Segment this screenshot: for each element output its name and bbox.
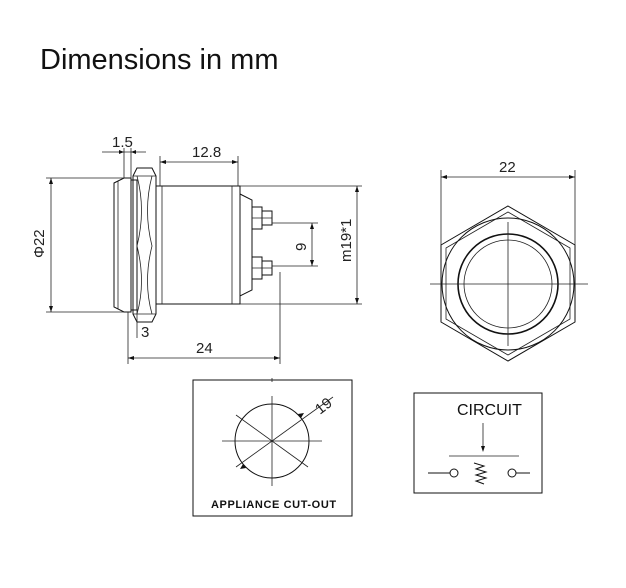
page-title: Dimensions in mm	[40, 44, 279, 76]
dim-22-label: 22	[499, 159, 516, 176]
dim-19-label: 19	[312, 394, 336, 418]
side-view	[113, 167, 273, 323]
side-view-dimensions: 1.5 12.8 Φ22 9 m19*1 3	[31, 134, 362, 364]
dim-3-label: 3	[141, 324, 149, 341]
front-view	[430, 205, 588, 362]
cutout-label: APPLIANCE CUT-OUT	[211, 499, 337, 511]
front-view-dimensions: 22	[440, 159, 576, 245]
dim-diameter-label: Φ22	[31, 229, 48, 258]
dim-12-8-label: 12.8	[192, 144, 221, 161]
dim-24-label: 24	[196, 340, 213, 357]
dim-thread-label: m19*1	[338, 219, 355, 262]
dim-9-label: 9	[293, 243, 310, 251]
dim-1-5-label: 1.5	[112, 134, 133, 151]
circuit-panel: CIRCUIT	[413, 392, 543, 494]
cutout-panel: 19 APPLIANCE CUT-OUT	[192, 378, 353, 517]
circuit-label: CIRCUIT	[457, 402, 522, 419]
